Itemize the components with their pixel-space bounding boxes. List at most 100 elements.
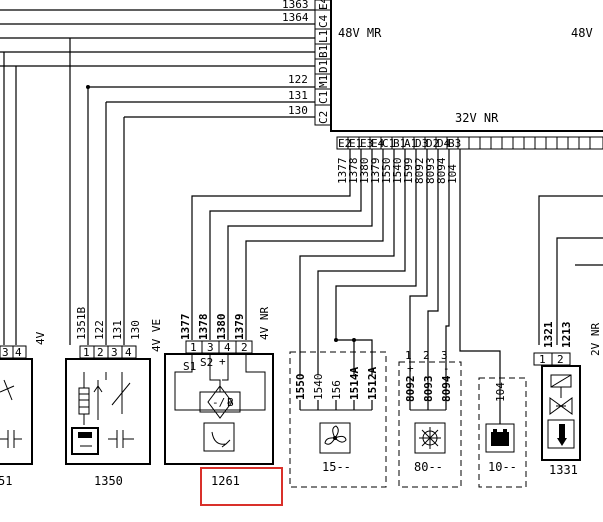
component-1261-id: 1261 — [211, 474, 240, 488]
component-80: 1 2 3 + - 8092 8093 8094 80-- — [398, 349, 462, 488]
pin-c4: C4 — [317, 14, 330, 28]
pin-1261-2: 2 — [241, 341, 248, 354]
component-80-id: 80-- — [414, 460, 443, 474]
highlight-box — [200, 467, 283, 506]
wire-1213: 1213 — [560, 322, 573, 349]
component-1350-id: 1350 — [94, 474, 123, 488]
snowflake-icon — [419, 427, 441, 449]
ac-icon-box — [414, 422, 446, 454]
connector-label-48v-mr: 48V MR — [338, 26, 382, 40]
wire-1377: 1377 — [179, 314, 192, 341]
wire-122-b: 122 — [93, 320, 106, 340]
left-pin-3: 3 — [2, 346, 9, 359]
wire-1364: 1364 — [282, 11, 309, 24]
wire-1380: 1380 — [215, 314, 228, 341]
wire-104-top: 104 — [446, 164, 459, 184]
fan-icon-box — [319, 422, 351, 454]
connector-48v-mr: C2 C1 M1 D1 B1 L1 C4 E4 48V MR 48V 1363 … — [0, 0, 603, 132]
component-80-box — [398, 361, 462, 488]
pin-1331-1: 1 — [539, 353, 546, 366]
pin-1350-1: 1 — [83, 346, 90, 359]
wire-1540: 1540 — [312, 374, 325, 401]
pin-b3: B3 — [448, 137, 461, 150]
valve-icon — [549, 397, 573, 415]
component-15-id: 15-- — [322, 460, 351, 474]
connector-label-4v-ve: 4V VE — [150, 319, 163, 352]
pin-a1: A1 — [404, 137, 417, 150]
wire-130: 130 — [288, 104, 308, 117]
wire-1379: 1379 — [233, 314, 246, 341]
pin-80-2: 2 — [423, 349, 430, 362]
connector-label-2v-nr: 2V NR — [589, 323, 602, 356]
component-left-partial: 3 4 4V 51 — [0, 331, 47, 488]
gauge-icon — [203, 422, 235, 452]
wire-122: 122 — [288, 73, 308, 86]
pin-1261-3: 3 — [207, 341, 214, 354]
battery-icon — [491, 429, 509, 446]
pin-d4: D4 — [437, 137, 451, 150]
pin-1261-4: 4 — [224, 341, 231, 354]
component-1331-id: 1331 — [549, 463, 578, 477]
resistor-symbol — [71, 427, 99, 455]
pin-1331-2: 2 — [557, 353, 564, 366]
pin-e2: E2 — [338, 137, 351, 150]
wire-1377-top: 1377 — [336, 158, 349, 185]
pin-1350-2: 2 — [97, 346, 104, 359]
wire-1351b: 1351B — [75, 307, 88, 340]
wire-131: 131 — [288, 89, 308, 102]
wire-1512a: 1512A — [366, 367, 379, 400]
component-10-box — [478, 377, 527, 488]
wire-1321: 1321 — [542, 321, 555, 348]
pin-d1: D1 — [317, 60, 330, 73]
resistor-bar — [78, 432, 92, 438]
pin-1261-1: 1 — [190, 341, 197, 354]
wire-1514a: 1514A — [348, 367, 361, 400]
wire-130-b: 130 — [129, 320, 142, 340]
injector-icon — [557, 424, 567, 446]
wire-1378: 1378 — [197, 314, 210, 341]
component-15-box — [289, 351, 387, 488]
pin-d2: D2 — [426, 137, 439, 150]
wire-1363: 1363 — [282, 0, 309, 11]
connector-label-4v-nr: 4V NR — [258, 307, 271, 340]
component-1261-box — [164, 353, 274, 465]
pin-1350-3: 3 — [111, 346, 118, 359]
pin-e3: E3 — [360, 137, 373, 150]
component-10: 104 10-- — [478, 377, 527, 488]
connector-32v-pin-row — [336, 136, 603, 150]
pin-c1b: C1 — [382, 137, 395, 150]
inner-s2: S2 — [200, 356, 213, 369]
component-10-id: 10-- — [488, 460, 517, 474]
wire-routing — [3, 38, 603, 378]
sensor-diamond — [207, 385, 233, 419]
pin-column — [314, 0, 332, 126]
pin-b1b: B1 — [393, 137, 406, 150]
pin-b1: B1 — [317, 45, 330, 58]
pin-80-1: 1 — [405, 349, 412, 362]
arrow-curve-icon — [211, 431, 231, 448]
pin-e4b: E4 — [371, 137, 385, 150]
fan-icon — [324, 425, 347, 445]
battery-icon-box — [485, 423, 515, 453]
pin-e1: E1 — [349, 137, 362, 150]
left-pin-4: 4 — [15, 346, 22, 359]
connector-label-48v: 48V — [571, 26, 593, 40]
pin-80-3: 3 — [441, 349, 448, 362]
inner-s1: S1 — [183, 360, 196, 373]
component-1331: 1321 1213 2V NR 1 2 1331 — [533, 321, 602, 477]
injector-icon-box — [547, 419, 575, 449]
component-1261: 1377 1378 1380 1379 4V NR 1 3 4 2 S1 S2 … — [164, 307, 283, 506]
inner-b: B — [227, 396, 234, 409]
pin-1350-4: 4 — [125, 346, 132, 359]
pin-m1: M1 — [317, 75, 330, 88]
wire-156: 156 — [330, 380, 343, 400]
pin-d3: D3 — [415, 137, 428, 150]
component-15: 1550 1540 156 1514A 1512A 15-- — [289, 351, 387, 488]
pin-e4: E4 — [317, 0, 330, 10]
left-connector-label: 4V — [34, 331, 47, 345]
left-component-id: 51 — [0, 474, 12, 488]
inner-plus: + — [219, 355, 226, 368]
component-1350: 1351B 122 131 130 4V VE 1 2 3 4 — [65, 307, 163, 488]
connector-label-32v-nr: 32V NR — [455, 111, 499, 125]
